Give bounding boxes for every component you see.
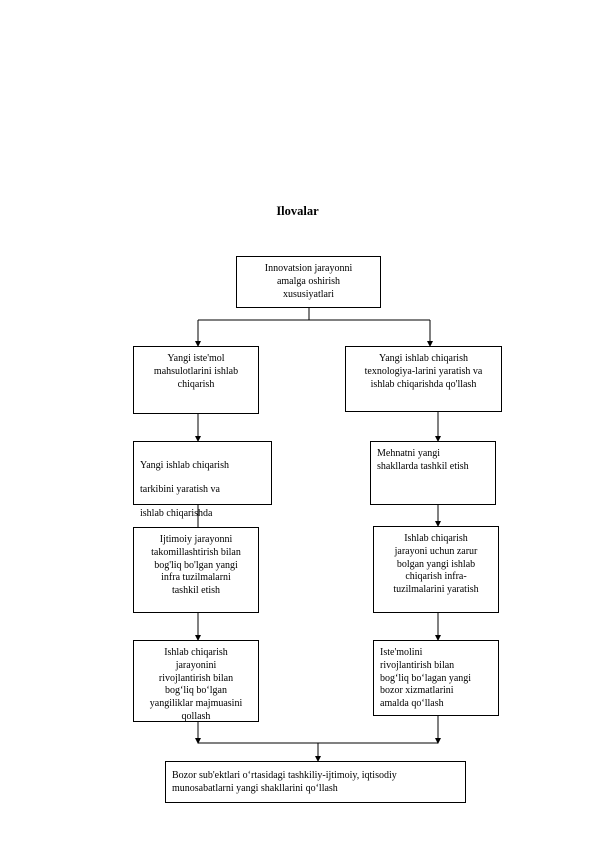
box-bottom: Bozor sub'ektlari o‘rtasidagi tashkiliy-…	[165, 761, 466, 803]
box-right4: Iste'molini rivojlantirish bilan bog‘liq…	[373, 640, 499, 716]
box-left4: Ishlab chiqarish jarayonini rivojlantiri…	[133, 640, 259, 722]
box-right2: Mehnatni yangi shakllarda tashkil etish	[370, 441, 496, 505]
box-left1: Yangi iste'mol mahsulotlarini ishlab chi…	[133, 346, 259, 414]
box-left2: Yangi ishlab chiqarish tarkibini yaratis…	[133, 441, 272, 519]
page-title: Ilovalar	[276, 204, 319, 218]
box-right3: Ishlab chiqarish jarayoni uchun zarur bo…	[373, 526, 499, 613]
box-right1: Yangi ishlab chiqarish texnologiya-larin…	[345, 346, 502, 412]
box-left3: Ijtimoiy jarayonni takomillashtirish bil…	[133, 527, 259, 613]
box-root: Innovatsion jarayonni amalga oshirish xu…	[236, 256, 381, 308]
